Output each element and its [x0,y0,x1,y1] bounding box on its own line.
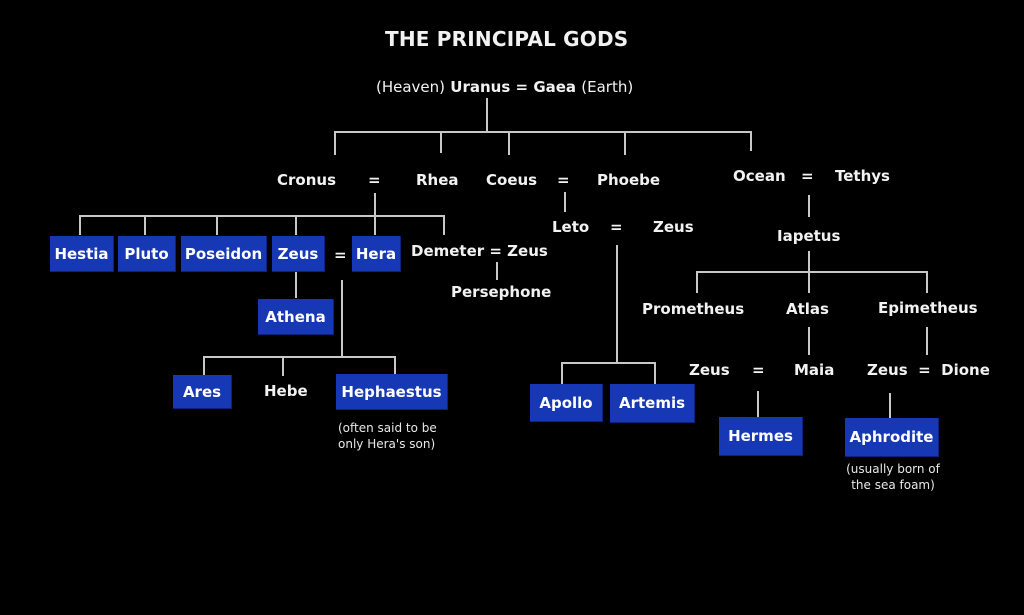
poseidon-box: Poseidon [181,236,267,272]
hephaestus-note: (often said to be only Hera's son) [338,421,437,451]
apollo-box: Apollo [530,384,603,422]
zeus-dione-pair: Zeus = Dione [867,361,990,379]
connector [696,271,928,273]
connector [203,356,396,358]
athena-box: Athena [258,299,334,335]
connector [624,131,626,155]
connector [440,131,442,153]
persephone: Persephone [451,283,552,301]
leto: Leto [552,218,590,236]
connector [486,98,488,133]
zeus-box: Zeus [272,236,325,272]
connector [374,193,376,235]
equals-sign: = [334,246,347,264]
earth-note: (Earth) [581,78,634,96]
connector [889,393,891,419]
ocean: Ocean [733,167,786,185]
connector [808,327,810,355]
equals-sign: = [752,361,765,379]
connector [696,271,698,293]
connector [750,131,752,151]
connector [334,131,336,155]
connector [144,215,146,235]
hephaestus-box: Hephaestus [336,374,448,410]
connector [757,391,759,417]
hera-box: Hera [352,236,401,272]
connector [79,215,445,217]
connector [926,271,928,293]
connector [808,195,810,217]
connector [496,262,498,280]
gaea: Gaea [533,78,577,96]
pluto-box: Pluto [118,236,176,272]
connector [394,356,396,376]
rhea: Rhea [416,171,459,189]
equals-sign: = [368,171,381,189]
uranus-gaea-pair: (Heaven) Uranus = Gaea (Earth) [376,78,633,96]
ares-box: Ares [173,375,232,409]
equals-sign: = [557,171,570,189]
hestia-box: Hestia [50,236,114,272]
connector [334,131,752,133]
chart-title: THE PRINCIPAL GODS [385,27,629,51]
coeus: Coeus [486,171,538,189]
epimetheus: Epimetheus [878,299,978,317]
zeus-maia-partner: Zeus [689,361,730,379]
demeter-zeus-pair: Demeter = Zeus [411,242,548,260]
connector [443,215,445,235]
hermes-box: Hermes [719,417,803,456]
connector [654,362,656,384]
equals-sign: = [801,167,814,185]
iapetus: Iapetus [777,227,841,245]
hebe: Hebe [264,382,308,400]
connector [564,192,566,212]
aphrodite-note: (usually born of the sea foam) [846,462,940,492]
uranus: Uranus [450,78,511,96]
aphrodite-box: Aphrodite [845,418,939,457]
connector [561,362,656,364]
equals-sign: = [610,218,623,236]
connector [203,356,205,376]
connector [508,131,510,155]
cronus: Cronus [277,171,336,189]
artemis-box: Artemis [610,384,695,423]
phoebe: Phoebe [597,171,661,189]
zeus-leto-partner: Zeus [653,218,694,236]
connector [295,272,297,298]
equals-sign: = [515,78,529,96]
prometheus: Prometheus [642,300,745,318]
maia: Maia [794,361,835,379]
heaven-note: (Heaven) [376,78,446,96]
connector [341,280,343,358]
connector [282,356,284,376]
connector [616,245,618,363]
connector [79,215,81,235]
tethys: Tethys [835,167,890,185]
atlas: Atlas [786,300,829,318]
connector [926,327,928,355]
connector [216,215,218,235]
connector [561,362,563,384]
connector [295,215,297,235]
